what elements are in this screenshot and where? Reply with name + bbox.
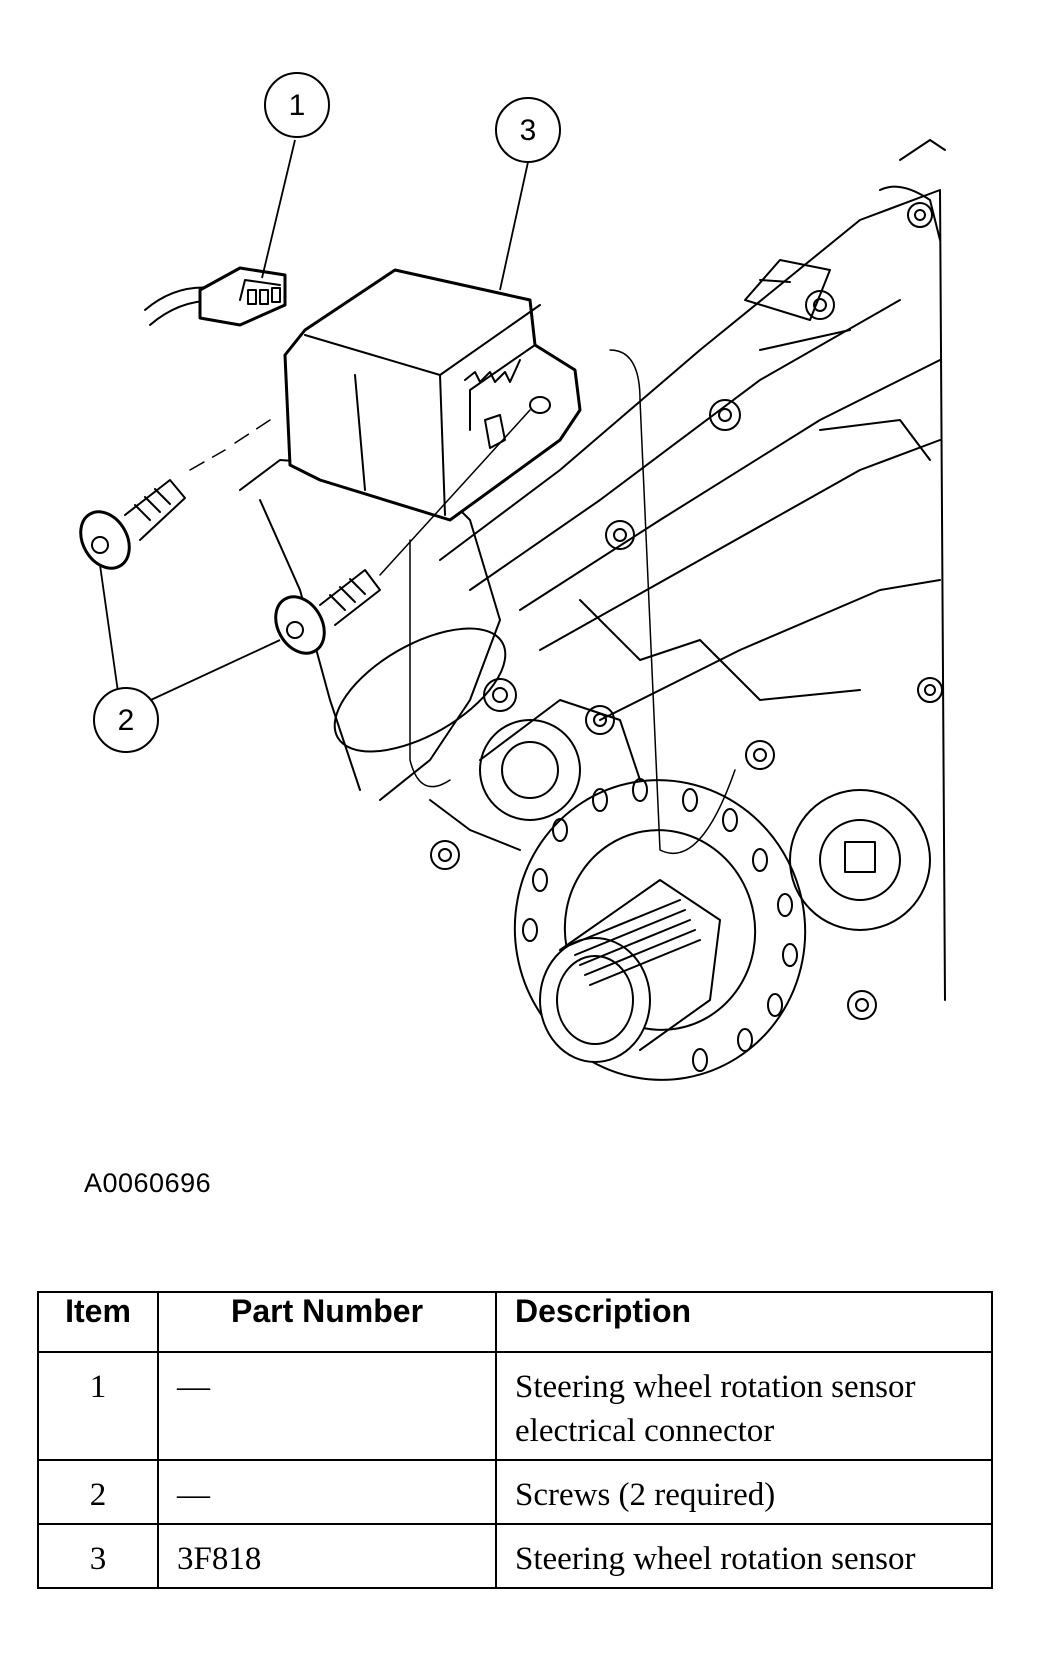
- header-item: Item: [37, 1291, 159, 1353]
- electrical-connector: [144, 266, 287, 327]
- screw-upper: [79, 479, 186, 570]
- table-row: 3 3F818 Steering wheel rotation sensor: [37, 1523, 993, 1589]
- figure-id: A0060696: [84, 1168, 212, 1198]
- table-row: 1 — Steering wheel rotation sensor elect…: [37, 1351, 993, 1461]
- callout-2-label: 2: [118, 704, 135, 737]
- callout-1-label: 1: [289, 89, 306, 122]
- table-row: 2 — Screws (2 required): [37, 1459, 993, 1525]
- cell-description: Steering wheel rotation sensor electrica…: [495, 1351, 993, 1461]
- callout-3: 3: [495, 97, 561, 163]
- alignment-lines: [189, 349, 736, 855]
- header-part-number: Part Number: [157, 1291, 497, 1353]
- header-description: Description: [495, 1291, 993, 1353]
- description-line: electrical connector: [515, 1413, 775, 1449]
- cell-part-number: —: [157, 1459, 497, 1525]
- sensor-rotor-ring: [513, 778, 807, 1081]
- description-line: Steering wheel rotation sensor: [515, 1541, 916, 1577]
- cell-part-number: 3F818: [157, 1523, 497, 1589]
- cell-item: 1: [37, 1351, 159, 1461]
- cell-description: Screws (2 required): [495, 1459, 993, 1525]
- callout-2: 2: [93, 687, 159, 753]
- table-header-row: Item Part Number Description: [37, 1291, 993, 1353]
- cell-item: 3: [37, 1523, 159, 1589]
- steering-wheel-rotation-sensor: [283, 268, 582, 522]
- description-line: Steering wheel rotation sensor: [515, 1369, 916, 1405]
- cell-item: 2: [37, 1459, 159, 1525]
- callout-3-label: 3: [520, 114, 537, 147]
- cell-description: Steering wheel rotation sensor: [495, 1523, 993, 1589]
- steering-column-housing: [429, 139, 946, 1001]
- splined-shaft: [539, 879, 721, 1063]
- description-line: Screws (2 required): [515, 1477, 776, 1513]
- cell-part-number: —: [157, 1351, 497, 1461]
- shaft-housing: [239, 459, 931, 1020]
- callout-1: 1: [264, 72, 330, 138]
- screw-lower: [274, 569, 381, 655]
- parts-table: Item Part Number Description 1 — Steerin…: [37, 1291, 993, 1589]
- exploded-parts-diagram: 1 3 2: [79, 72, 946, 1081]
